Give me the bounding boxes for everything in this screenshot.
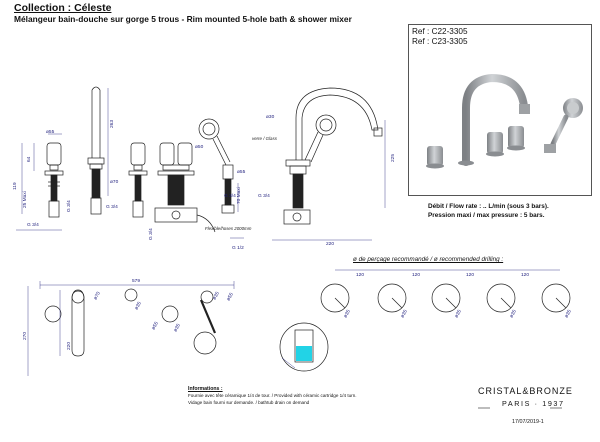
flow-rate: Débit / Flow rate : .. L/min (sous 3 bar…: [428, 203, 549, 210]
info-line-2: Vidage bain fourni sur demande. / bathtu…: [188, 400, 310, 405]
dim-height-263: 263: [109, 120, 115, 128]
bottom-dimension-labels: 579 ø35 ø55 ø35 ø35 ø70 ø55 270 220: [22, 278, 235, 350]
dim-valve-diameter: ø55: [46, 129, 55, 135]
cartridge-detail: [279, 322, 329, 372]
plan-diverter: [200, 290, 214, 304]
hole-1: ø35: [343, 309, 352, 319]
hoses-note: Flexible/hoses 2000mm: [205, 226, 252, 231]
dim-thread-2: G 3/4: [66, 200, 72, 212]
hand-shower-elevation: [198, 118, 235, 214]
plan-valve-left: [44, 305, 62, 323]
dim-thread-6: G 3/4: [148, 228, 154, 240]
plan-spout: [71, 289, 85, 357]
dim-handle-diameter: ø50: [195, 144, 204, 150]
dim-plan-6: ø55: [226, 292, 235, 302]
elevation-views: [44, 86, 383, 233]
dim-plan-1: ø35: [134, 301, 143, 311]
dim-25-maxi: 25 Maxi: [22, 191, 28, 208]
max-pressure: Pression maxi / max pressure : 5 bars.: [428, 212, 545, 219]
product-subtitle: Mélangeur bain-douche sur gorge 5 trous …: [14, 14, 352, 24]
plan-valve-middle: [124, 288, 138, 302]
spacing-2: 120: [412, 272, 420, 278]
hole-5: ø35: [564, 309, 573, 319]
dim-thread-1: G 3/4: [27, 222, 39, 228]
dim-height-119: 119: [12, 182, 18, 190]
dim-depth-220: 220: [66, 342, 72, 350]
glass-note: verre / Glass: [252, 136, 278, 141]
dim-thread-3: G 3/4: [106, 204, 118, 210]
hole-3: ø35: [454, 309, 463, 319]
spacing-4: 120: [521, 272, 529, 278]
plan-view: [27, 281, 235, 376]
dim-thread-7: G 3/4: [258, 193, 270, 199]
dim-height-64: 64: [26, 156, 32, 162]
dim-spout-diameter-30: ø30: [266, 114, 275, 120]
dim-width-579: 579: [132, 278, 140, 284]
valve-left-elevation: [44, 142, 64, 218]
dim-plan-4: ø35: [212, 291, 221, 301]
dim-plan-3: ø35: [173, 323, 182, 333]
drawing-date: 17/07/2019-1: [512, 419, 544, 425]
hole-2: ø35: [400, 309, 409, 319]
diverter-elevation: [154, 142, 216, 233]
dim-height-225: 225: [390, 154, 396, 162]
dim-spout-diameter: ø70: [110, 179, 119, 185]
valve-middle-elevation: [128, 142, 148, 218]
dim-depth-270: 270: [22, 332, 28, 340]
spout-elevation: [87, 86, 105, 215]
dim-reach-220: 220: [326, 241, 334, 247]
plan-hand-shower: [193, 331, 217, 355]
product-photo: [426, 73, 583, 169]
top-dimension-labels: ø55 64 119 25 Maxi G 3/4 G 3/4 G 3/4 263…: [12, 114, 396, 251]
reference-2: Ref : C23-3305: [412, 37, 468, 46]
reference-1: Ref : C22-3305: [412, 27, 468, 36]
top-dimension-lines: [16, 88, 386, 241]
spacing-1: 120: [356, 272, 364, 278]
product-photo-box: [408, 24, 592, 196]
info-line-1: Fournie avec tête céramique 1/4 de tour.…: [188, 393, 357, 398]
hole-4: ø35: [509, 309, 518, 319]
spout-side-elevation: [283, 87, 383, 225]
dim-plan-5: ø70: [93, 291, 102, 301]
spacing-3: 120: [466, 272, 474, 278]
collection-title: Collection : Céleste: [14, 2, 112, 14]
dim-plan-2: ø55: [151, 321, 160, 331]
dim-70-maxi: 70 Maxi: [236, 187, 242, 204]
dim-hand-shower-diameter: ø55: [237, 169, 246, 175]
drilling-template: [320, 269, 571, 313]
info-title: Informations :: [188, 386, 223, 392]
dim-thread-4: G 3/4: [224, 193, 236, 199]
brand-logo: CRISTAL&BRONZE: [478, 386, 573, 396]
dim-thread-5: G 1/2: [232, 245, 244, 251]
brand-subtitle: PARIS · 1937: [502, 399, 565, 408]
drilling-title: ø de perçage recommandé / ø recommended …: [353, 256, 504, 263]
plan-valve-right: [161, 305, 179, 323]
drilling-labels: 120 120 120 120 ø35 ø35 ø35 ø35 ø35: [343, 272, 573, 319]
